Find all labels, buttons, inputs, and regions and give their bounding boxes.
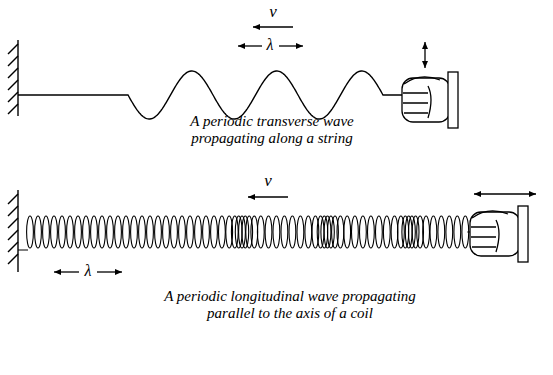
coil-loop (446, 216, 453, 248)
coil-loop (51, 216, 58, 248)
coil-loop (257, 216, 264, 248)
coil-loop (83, 216, 90, 248)
coil-loop (337, 216, 344, 248)
velocity-label: v (269, 3, 277, 20)
wavelength-arrow (238, 45, 262, 46)
coil-loop (187, 216, 194, 248)
coil-loop (163, 216, 170, 248)
motion-arrow (424, 42, 425, 68)
coil-loop (99, 216, 106, 248)
coil-loop (265, 216, 272, 248)
caption: A periodic longitudinal wave propagating… (154, 288, 426, 322)
wavelength-arrow (97, 271, 122, 272)
coil-loop (179, 216, 186, 248)
coil-loop (328, 216, 335, 248)
coil-loop (147, 216, 154, 248)
coil-loop (219, 216, 226, 248)
coil-loop (273, 216, 280, 248)
coil-loop (352, 216, 359, 248)
coil-loop (251, 216, 258, 248)
coil-loop (131, 216, 138, 248)
coil-loop (155, 216, 162, 248)
coil-loop (211, 216, 218, 248)
wavelength-label: λ (85, 262, 92, 279)
coil-loop (115, 216, 122, 248)
velocity-arrow (248, 196, 288, 197)
coil-loop (107, 216, 114, 248)
wavelength-arrow (279, 45, 303, 46)
coil-loop (368, 216, 375, 248)
coil-loop (203, 216, 210, 248)
coil-loop (376, 216, 383, 248)
coil-loop (195, 216, 202, 248)
coil-loop (438, 216, 445, 248)
coil-loop (59, 216, 66, 248)
coil-loop (35, 216, 42, 248)
hand (402, 72, 458, 128)
coil-loop (360, 216, 367, 248)
coil-loop (43, 216, 50, 248)
coil-loop (383, 216, 390, 248)
coil-loop (123, 216, 130, 248)
coil-loop (171, 216, 178, 248)
coil-loop (423, 216, 430, 248)
wall (8, 40, 18, 116)
motion-arrow (474, 193, 536, 194)
coil-loop (91, 216, 98, 248)
coil-loop (305, 216, 312, 248)
wavelength-label: λ (267, 36, 274, 53)
coil-loop (75, 216, 82, 248)
coil-loop (139, 216, 146, 248)
coil-loop (27, 216, 34, 248)
coil-loop (289, 216, 296, 248)
coil-loop (462, 216, 469, 248)
coil-loop (297, 216, 304, 248)
coil-loop (281, 216, 288, 248)
wavelength-arrow (54, 271, 79, 272)
coil-loop (454, 216, 461, 248)
coil-loop (67, 216, 74, 248)
caption: A periodic transverse wave propagating a… (177, 113, 367, 147)
string-wave (18, 71, 404, 119)
coil (18, 216, 472, 250)
velocity-arrow (253, 26, 293, 27)
velocity-label: v (264, 172, 272, 189)
hand (470, 206, 528, 262)
coil-loop (391, 216, 398, 248)
wall (8, 190, 18, 272)
coil-loop (430, 216, 437, 248)
coil-loop (344, 216, 351, 248)
